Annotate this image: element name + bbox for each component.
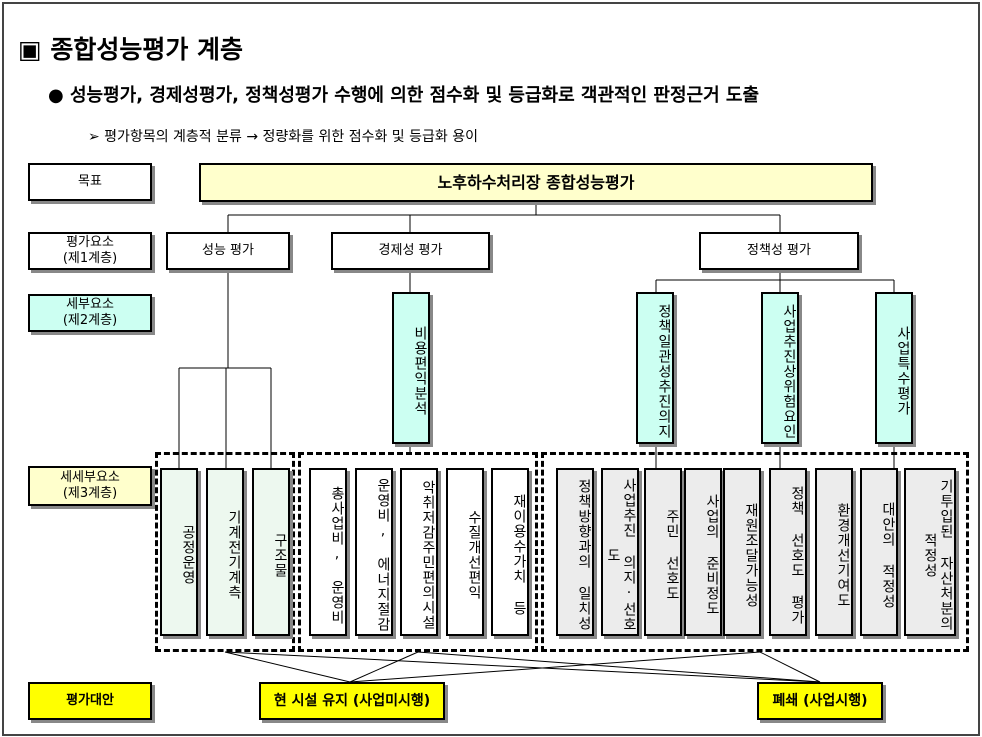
level3-resident-preference: 주민 선호도 — [644, 468, 682, 636]
level3-group-performance — [155, 452, 295, 652]
level3-project-will: 사업추진 의지·선호도 — [601, 468, 639, 636]
alternative-closure: 폐쇄 (사업시행) — [757, 682, 883, 720]
level3-reuse-value: 재이용수가치 등 — [491, 468, 529, 636]
level1-performance: 성능 평가 — [166, 232, 290, 270]
level3-environment: 환경개선기여도 — [815, 468, 853, 636]
level3-policy-alignment: 정책방향과의 일치성 — [556, 468, 594, 636]
level1-policy: 정책성 평가 — [699, 232, 859, 270]
level2-policy-consistency: 정책일관성추진의지 — [636, 292, 674, 444]
level3-group-economic — [298, 452, 538, 652]
goal-box: 노후하수처리장 종합성능평가 — [199, 163, 873, 202]
level3-mech-elec-instrument: 기계전기계측 — [206, 468, 244, 636]
level2-label: 세부요소 (제2계층) — [28, 294, 152, 332]
level3-alternative-adequacy: 대안의 적정성 — [860, 468, 898, 636]
level1-label: 평가요소 (제1계층) — [28, 232, 152, 270]
level3-policy-preference: 정책 선호도 평가 — [769, 468, 807, 636]
level3-energy-saving: 운영비, 에너지절감 — [355, 468, 393, 636]
level3-water-quality: 수질개선편익 — [446, 468, 484, 636]
level3-process-operation: 공정운영 — [160, 468, 198, 636]
alternative-maintain: 현 시설 유지 (사업미시행) — [259, 682, 445, 720]
sub-bullet: ➢ 평가항목의 계층적 분류 → 정량화를 위한 점수화 및 등급화 용이 — [88, 129, 478, 145]
level3-structure: 구조물 — [252, 468, 290, 636]
level3-odor-reduction: 악취저감주민편의시설 — [400, 468, 438, 636]
level3-funding: 재원조달가능성 — [723, 468, 761, 636]
level3-asset-disposal: 기투입된 자산처분의 적정성 — [904, 468, 956, 636]
page-title: ▣ 종합성능평가 계층 — [18, 35, 244, 64]
level3-project-readiness: 사업의 준비정도 — [684, 468, 722, 636]
main-bullet: ● 성능평가, 경제성평가, 정책성평가 수행에 의한 점수화 및 등급화로 객… — [48, 85, 760, 106]
level3-label: 세세부요소 (제3계층) — [28, 466, 152, 506]
level-goal-label: 목표 — [28, 163, 152, 201]
level3-total-cost: 총사업비, 운영비 — [309, 468, 347, 636]
level2-project-risk: 사업추진상위험요인 — [761, 292, 799, 444]
level-alt-label: 평가대안 — [28, 682, 152, 720]
level1-economic: 경제성 평가 — [331, 232, 490, 270]
level2-cost-benefit: 비용편익분석 — [392, 292, 430, 444]
level3-group-policy — [541, 452, 969, 652]
level2-special-evaluation: 사업특수평가 — [875, 292, 913, 444]
